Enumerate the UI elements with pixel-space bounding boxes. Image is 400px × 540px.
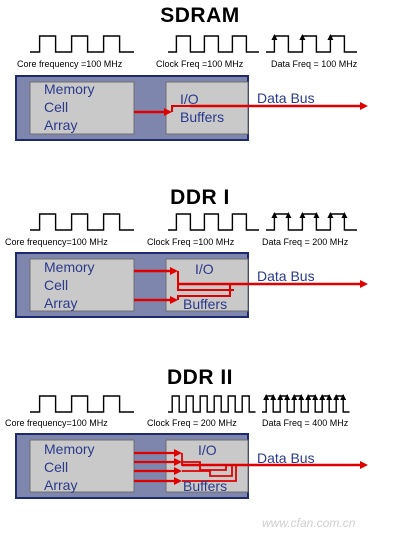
ddr2-data-wave xyxy=(262,395,350,413)
ddr2-data-wave-edge-arrow xyxy=(270,394,277,400)
ddr1-data-wave-edge-arrow xyxy=(299,212,306,218)
sdram-clock-frequency-label: Clock Freq =100 MHz xyxy=(156,59,244,69)
sdram-data-wave-edge-arrow xyxy=(271,34,278,40)
sdram-data-wave-edge-arrow xyxy=(299,34,306,40)
sdram-clock-wave xyxy=(168,35,259,53)
sdram-bus-arrow-head xyxy=(360,102,368,110)
ddr2-arrow-head-4 xyxy=(174,477,182,485)
ddr1-data-bus-label: Data Bus xyxy=(257,268,315,284)
ddr1-data-wave-edge-arrow xyxy=(341,212,348,218)
ddr1-arrow-head-1 xyxy=(170,267,178,275)
sdram-data-frequency-label: Data Freq = 100 MHz xyxy=(271,59,358,69)
ddr1-title: DDR I xyxy=(170,186,230,209)
ddr1-io-label: I/O xyxy=(195,261,214,277)
ddr2-data-wave-edge-arrow xyxy=(298,394,305,400)
ddr2-data-wave-edge-arrow xyxy=(305,394,312,400)
ddr2-data-wave-edge-arrow xyxy=(333,394,340,400)
ddr2-io-trace-4 xyxy=(182,465,237,482)
ddr2-memory-cell-array: Memory Cell Array xyxy=(44,441,95,493)
sdram-data-wave-edge-arrow xyxy=(327,34,334,40)
watermark: www.cfan.com.cn xyxy=(262,516,356,530)
ddr1-data-wave-edge-arrow xyxy=(313,212,320,218)
sdram-core-frequency-label: Core frequency =100 MHz xyxy=(17,59,123,69)
ddr2-data-wave-edge-arrow xyxy=(312,394,319,400)
ddr2-io-trace-2 xyxy=(182,461,227,471)
ddr2-core-frequency-label: Core frequency=100 MHz xyxy=(5,418,108,428)
ddr1-data-frequency-label: Data Freq = 200 MHz xyxy=(262,237,349,247)
ddr2-buffers-label: Buffers xyxy=(183,478,228,494)
ddr2-data-wave-edge-arrow xyxy=(340,394,347,400)
sdram-title: SDRAM xyxy=(160,4,240,27)
ddr1-bus-arrow-head xyxy=(360,280,368,288)
ddr1-io-trace-1 xyxy=(177,271,234,291)
ddr2-data-wave-edge-arrow xyxy=(291,394,298,400)
ddr2-bus-arrow-head xyxy=(360,461,368,469)
sdram-core-clock-wave xyxy=(30,35,134,53)
ddr2-data-bus-label: Data Bus xyxy=(257,450,315,466)
ddr2-clock-frequency-label: Clock Freq = 200 MHz xyxy=(147,418,237,428)
ddr2-arrow-head-3 xyxy=(174,467,182,475)
ddr2-clock-wave xyxy=(168,395,256,413)
ddr1-buffers-label: Buffers xyxy=(183,296,228,312)
ddr2-data-wave-edge-arrow xyxy=(277,394,284,400)
ddr1-data-wave-edge-arrow xyxy=(285,212,292,218)
ddr1-memory-cell-array: Memory Cell Array xyxy=(44,259,95,311)
sdram-data-wave xyxy=(266,35,357,53)
ddr2-data-frequency-label: Data Freq = 400 MHz xyxy=(262,418,349,428)
sdram-arrow-head xyxy=(164,108,172,116)
ddr2-memory-box xyxy=(29,439,135,493)
ddr2-data-wave-edge-arrow xyxy=(319,394,326,400)
ddr1-data-wave xyxy=(266,213,357,231)
ddr2-data-wave-edge-arrow xyxy=(284,394,291,400)
ddr1-memory-box xyxy=(29,258,135,312)
sdram-memory-box xyxy=(29,81,135,135)
ddr2-io-trace-3 xyxy=(182,465,233,477)
sdram-memory-cell-array: Memory Cell Array xyxy=(44,81,95,133)
ddr1-clock-frequency-label: Clock Freq =100 MHz xyxy=(147,237,235,247)
ddr1-clock-wave xyxy=(168,213,259,231)
ddr2-data-wave-edge-arrow xyxy=(263,394,270,400)
ddr2-core-clock-wave xyxy=(30,395,134,413)
ddr2-title: DDR II xyxy=(167,366,233,389)
ddr2-data-wave-edge-arrow xyxy=(326,394,333,400)
sdram-io-trace xyxy=(171,105,190,112)
ddr1-core-clock-wave xyxy=(30,213,134,231)
ddr1-data-wave-edge-arrow xyxy=(327,212,334,218)
ddr1-arrow-head-2 xyxy=(170,296,178,304)
sdram-data-bus-label: Data Bus xyxy=(257,90,315,106)
sdram-io-buffers: I/O Buffers xyxy=(180,91,225,125)
ddr2-arrow-head-2 xyxy=(174,458,182,466)
ddr2-arrow-head-1 xyxy=(174,449,182,457)
ddr1-data-wave-edge-arrow xyxy=(271,212,278,218)
ddr2-io-label: I/O xyxy=(198,442,217,458)
ddr1-io-trace-2 xyxy=(177,284,231,300)
sdram-io-box xyxy=(165,81,249,135)
ddr1-core-frequency-label: Core frequency=100 MHz xyxy=(5,237,108,247)
